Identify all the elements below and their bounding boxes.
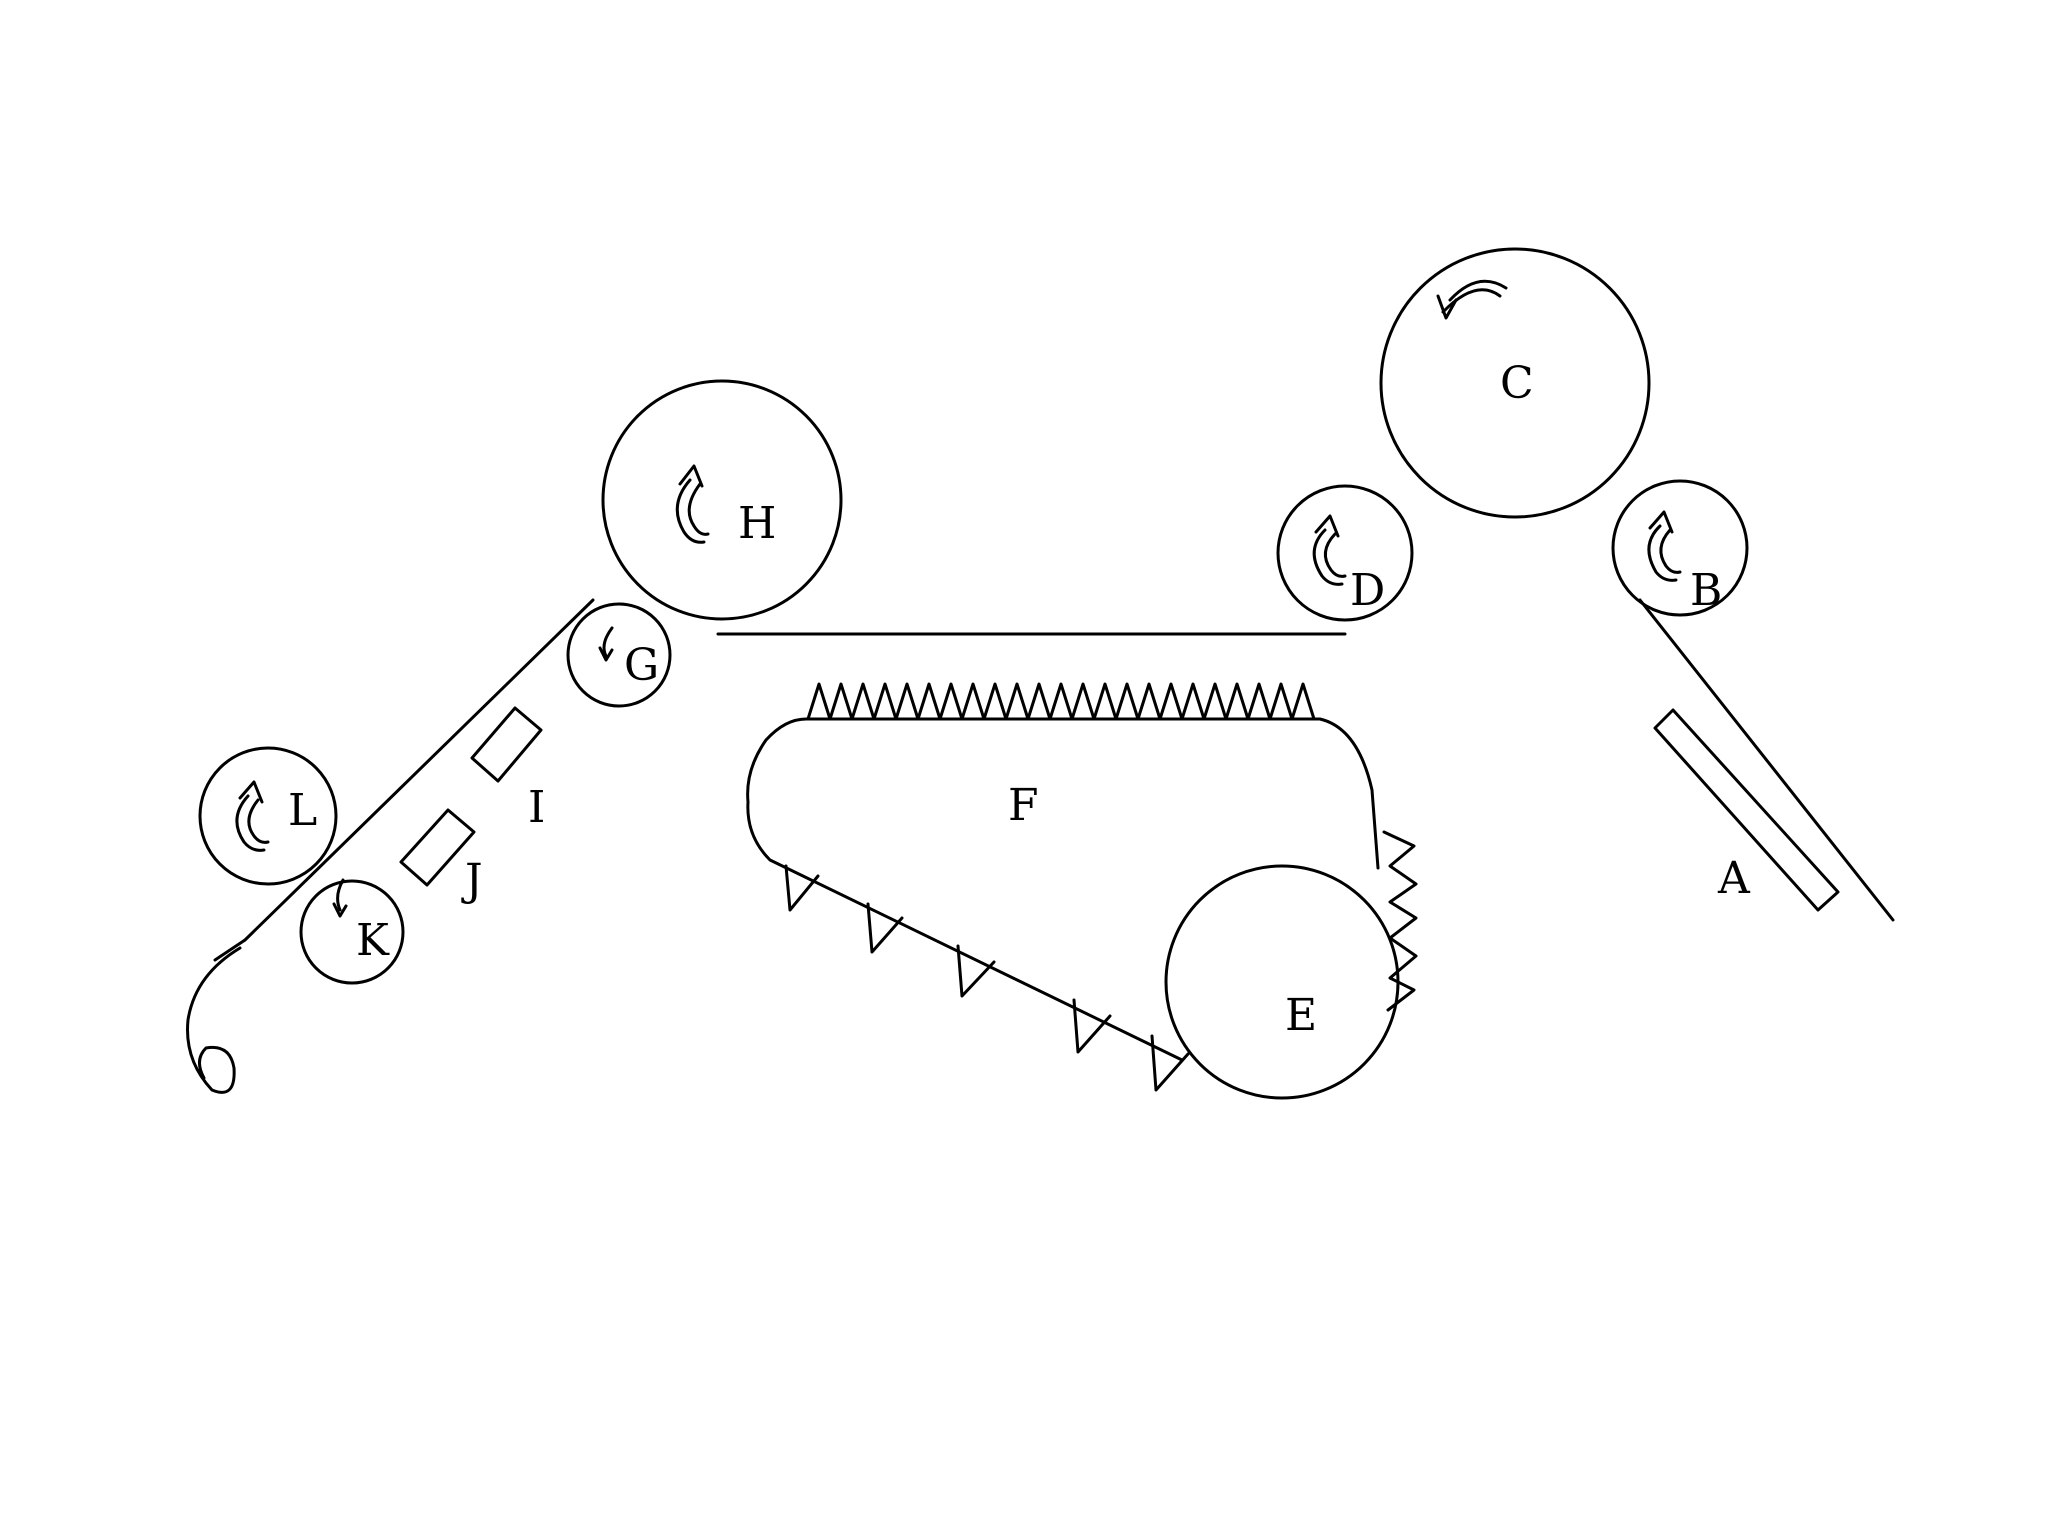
heater-j: J: [399, 808, 483, 906]
rotation-arrow-icon: [675, 464, 710, 544]
toothed-belt-f: F: [746, 682, 1418, 1092]
label-g: G: [624, 640, 659, 691]
rotation-arrow-icon: [1647, 510, 1682, 582]
label-b: B: [1690, 565, 1722, 616]
plate-a: A: [1653, 708, 1840, 912]
roller-c: C: [1379, 247, 1651, 519]
label-j: J: [461, 855, 483, 906]
roller-h: H: [601, 379, 843, 621]
label-c: C: [1500, 358, 1534, 409]
roller-g: G: [566, 602, 672, 708]
label-k: K: [356, 915, 390, 966]
label-i: I: [528, 782, 545, 833]
rotation-arrow-icon: [598, 626, 614, 662]
rotation-arrow-icon: [332, 878, 348, 918]
heater-i: I: [470, 706, 545, 833]
roller-k: K: [299, 878, 405, 985]
web-path: [186, 598, 1895, 1094]
roller-d: D: [1276, 484, 1414, 622]
label-h: H: [738, 498, 776, 549]
label-e: E: [1285, 990, 1317, 1041]
label-d: D: [1350, 565, 1385, 616]
roller-e: E: [1164, 864, 1400, 1100]
rotation-arrow-icon: [235, 780, 270, 852]
label-f: F: [1008, 780, 1039, 831]
rotation-arrow-icon: [1436, 279, 1508, 320]
label-l: L: [288, 785, 317, 836]
rotation-arrow-icon: [1312, 514, 1347, 586]
label-a: A: [1717, 853, 1751, 904]
roller-l: L: [198, 746, 338, 886]
roller-b: B: [1611, 479, 1749, 617]
